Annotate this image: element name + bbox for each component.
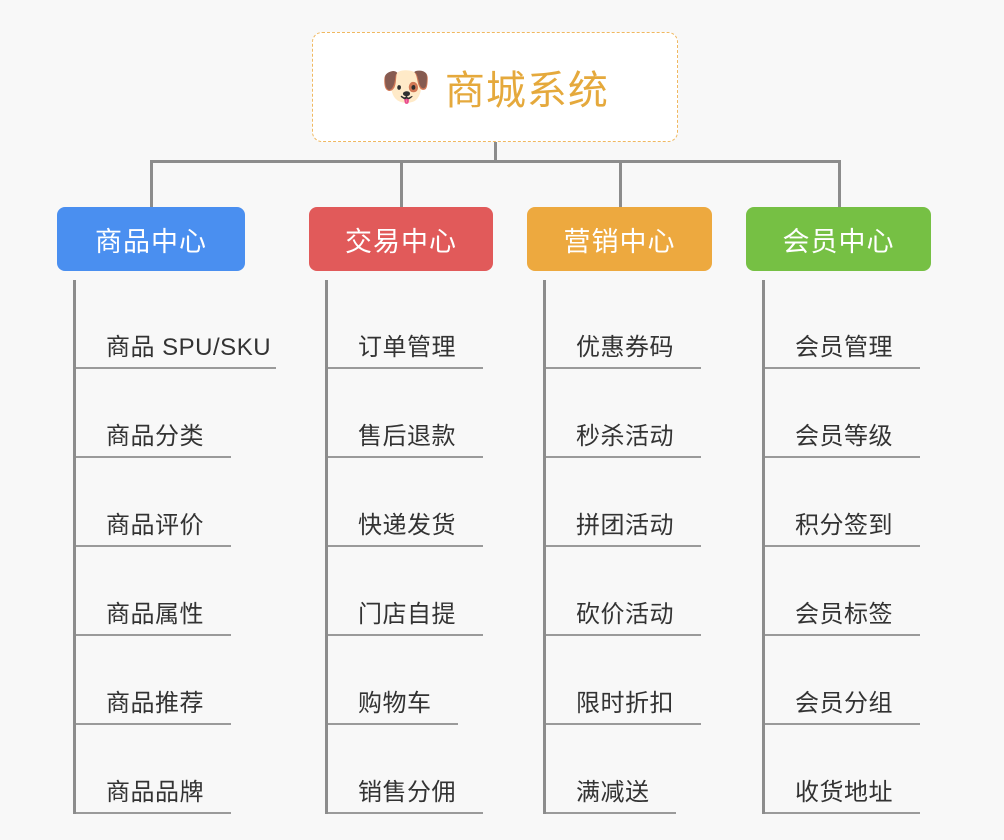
leaf-item[interactable]: 积分签到 xyxy=(765,458,920,547)
leaf-item-label: 快递发货 xyxy=(358,512,456,539)
category-label: 交易中心 xyxy=(345,226,457,257)
leaf-item[interactable]: 限时折扣 xyxy=(546,636,701,725)
leaf-item[interactable]: 销售分佣 xyxy=(328,725,483,814)
leaf-item-label: 满减送 xyxy=(576,779,650,806)
leaf-item-label: 拼团活动 xyxy=(576,512,674,539)
leaf-list-member-center: 会员管理会员等级积分签到会员标签会员分组收货地址 xyxy=(762,280,920,814)
shiba-dog-face-icon: 🐶 xyxy=(381,65,431,109)
category-box-marketing-center[interactable]: 营销中心 xyxy=(527,207,712,271)
category-label: 商品中心 xyxy=(95,226,207,257)
leaf-item[interactable]: 砍价活动 xyxy=(546,547,701,636)
leaf-item[interactable]: 商品 SPU/SKU xyxy=(76,280,277,369)
leaf-item-label: 会员管理 xyxy=(795,334,893,361)
leaf-item[interactable]: 快递发货 xyxy=(328,458,483,547)
connector-root-stem xyxy=(494,142,497,163)
category-box-member-center[interactable]: 会员中心 xyxy=(746,207,931,271)
connector-drop-marketing-center xyxy=(618,160,622,207)
leaf-item-label: 商品 SPU/SKU xyxy=(106,334,272,361)
leaf-item-label: 购物车 xyxy=(358,690,432,717)
leaf-item[interactable]: 购物车 xyxy=(328,636,458,725)
root-node-title: 商城系统 xyxy=(444,69,609,113)
leaf-item-label: 会员等级 xyxy=(795,423,893,450)
leaf-item[interactable]: 会员管理 xyxy=(765,280,920,369)
leaf-item-label: 商品分类 xyxy=(106,423,204,450)
connector-bus xyxy=(151,160,839,163)
category-label: 会员中心 xyxy=(782,226,895,257)
root-node[interactable]: 🐶 商城系统 xyxy=(312,32,678,142)
leaf-item[interactable]: 秒杀活动 xyxy=(546,369,701,458)
leaf-item[interactable]: 会员分组 xyxy=(765,636,920,725)
leaf-list-trade-center: 订单管理售后退款快递发货门店自提购物车销售分佣 xyxy=(325,280,483,814)
leaf-item-label: 会员标签 xyxy=(795,601,893,628)
leaf-item[interactable]: 订单管理 xyxy=(328,280,483,369)
leaf-item-label: 商品评价 xyxy=(106,512,204,539)
leaf-item-label: 砍价活动 xyxy=(576,601,674,628)
category-box-trade-center[interactable]: 交易中心 xyxy=(309,207,493,271)
connector-drop-trade-center xyxy=(400,160,403,207)
leaf-item[interactable]: 商品评价 xyxy=(76,458,271,547)
leaf-item-label: 门店自提 xyxy=(358,601,456,628)
leaf-item-label: 秒杀活动 xyxy=(576,423,674,450)
leaf-item[interactable]: 门店自提 xyxy=(328,547,483,636)
leaf-item-label: 订单管理 xyxy=(358,334,456,361)
connector-drop-product-center xyxy=(150,160,153,207)
leaf-item[interactable]: 售后退款 xyxy=(328,369,483,458)
leaf-item-label: 售后退款 xyxy=(358,423,456,450)
leaf-item[interactable]: 会员等级 xyxy=(765,369,920,458)
leaf-item[interactable]: 收货地址 xyxy=(765,725,920,814)
leaf-item-label: 商品推荐 xyxy=(106,690,204,717)
leaf-item-label: 销售分佣 xyxy=(358,779,456,806)
leaf-item-label: 限时折扣 xyxy=(576,690,674,717)
leaf-item[interactable]: 优惠券码 xyxy=(546,280,701,369)
leaf-item[interactable]: 满减送 xyxy=(546,725,676,814)
leaf-item[interactable]: 商品品牌 xyxy=(76,725,271,814)
category-label: 营销中心 xyxy=(563,226,676,257)
leaf-item[interactable]: 会员标签 xyxy=(765,547,920,636)
connector-drop-member-center xyxy=(837,160,841,207)
leaf-item-label: 商品属性 xyxy=(106,601,204,628)
category-box-product-center[interactable]: 商品中心 xyxy=(57,207,245,271)
leaf-item-label: 优惠券码 xyxy=(576,334,674,361)
leaf-list-product-center: 商品 SPU/SKU 商品分类商品评价商品属性商品推荐商品品牌 xyxy=(73,280,277,814)
leaf-item[interactable]: 商品属性 xyxy=(76,547,271,636)
leaf-item-label: 收货地址 xyxy=(795,779,893,806)
leaf-item[interactable]: 商品推荐 xyxy=(76,636,271,725)
leaf-item[interactable]: 拼团活动 xyxy=(546,458,701,547)
leaf-item-label: 商品品牌 xyxy=(106,779,204,806)
leaf-item-label: 积分签到 xyxy=(795,512,893,539)
leaf-item-label: 会员分组 xyxy=(795,690,893,717)
leaf-item[interactable]: 商品分类 xyxy=(76,369,271,458)
leaf-list-marketing-center: 优惠券码秒杀活动拼团活动砍价活动限时折扣满减送 xyxy=(543,280,701,814)
